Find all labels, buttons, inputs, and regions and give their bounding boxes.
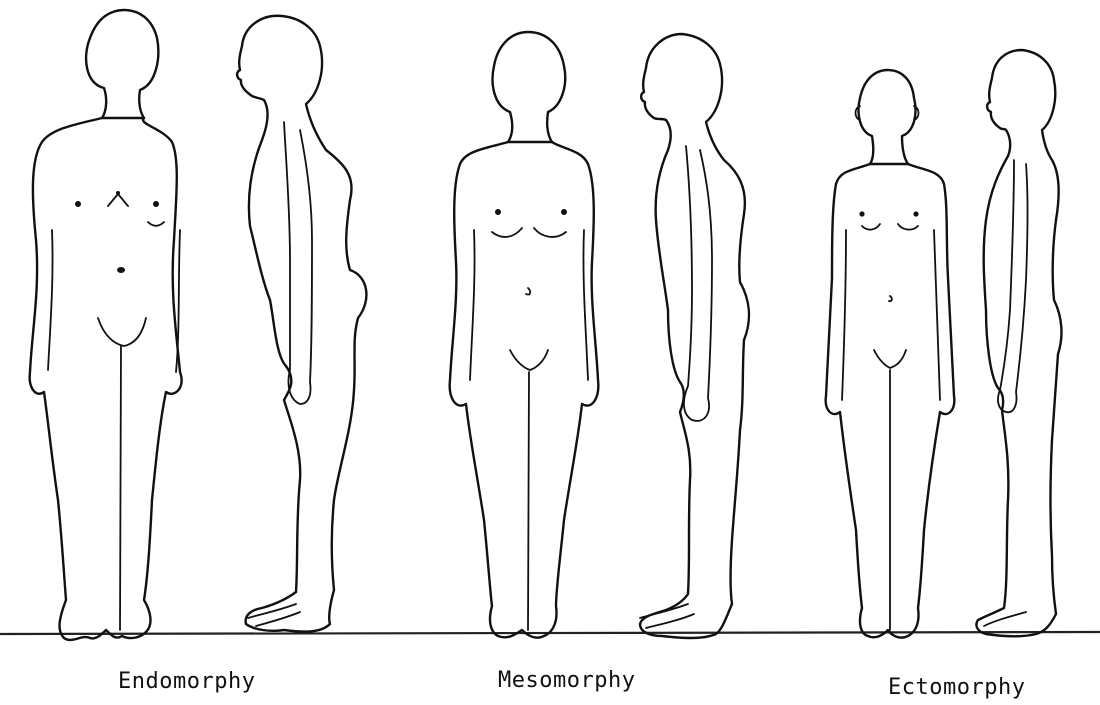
endomorphy-front-nipple-right <box>153 201 159 207</box>
mesomorphy-front-figure <box>450 32 599 638</box>
ectomorphy-front-ears <box>856 106 919 120</box>
endomorphy-front-chest <box>108 194 164 226</box>
ectomorphy-front-figure <box>826 70 955 638</box>
endomorphy-front-body <box>30 118 182 640</box>
ectomorphy-front-head <box>859 70 916 164</box>
endomorphy-front-navel <box>117 267 125 273</box>
ectomorphy-side-outline <box>976 50 1061 636</box>
endomorphy-front-sternum-dot <box>116 191 120 195</box>
ectomorphy-front-navel <box>889 296 892 301</box>
endomorphy-side-figure <box>237 16 366 632</box>
ectomorphy-side-figure <box>976 50 1061 636</box>
mesomorphy-front-nipple-right <box>561 209 567 215</box>
mesomorphy-front-chest <box>492 228 566 237</box>
mesomorphy-front-arm-lines <box>470 230 588 380</box>
endomorphy-caption: Endomorphy <box>118 669 255 694</box>
mesomorphy-side-figure <box>640 34 749 638</box>
mesomorphy-side-arm <box>684 146 712 421</box>
mesomorphy-side-feet <box>640 604 694 628</box>
endomorphy-side-outline <box>237 16 366 632</box>
ectomorphy-side-arm <box>998 160 1028 412</box>
endomorphy-front-crotch <box>98 318 146 630</box>
ectomorphy-caption: Ectomorphy <box>888 675 1025 700</box>
endomorphy-side-feet <box>248 604 300 626</box>
endomorphy-front-nipple-left <box>75 201 81 207</box>
ectomorphy-front-nipple-right <box>913 211 918 216</box>
endomorphy-front-head <box>86 10 158 118</box>
endomorphy-front-arm-lines <box>48 230 180 372</box>
mesomorphy-front-head <box>493 32 566 142</box>
ectomorphy-front-chest <box>862 224 918 230</box>
mesomorphy-side-outline <box>640 34 749 638</box>
ectomorphy-front-nipple-left <box>859 211 864 216</box>
mesomorphy-front-body <box>450 142 599 638</box>
endomorphy-side-arm <box>284 122 312 404</box>
endomorphy-front-figure <box>30 10 182 640</box>
mesomorphy-front-crotch <box>510 350 548 630</box>
mesomorphy-front-navel <box>526 288 530 295</box>
ectomorphy-front-arm-lines <box>842 230 940 400</box>
mesomorphy-front-nipple-left <box>495 209 501 215</box>
ectomorphy-front-crotch <box>874 350 906 630</box>
mesomorphy-caption: Mesomorphy <box>498 668 635 693</box>
